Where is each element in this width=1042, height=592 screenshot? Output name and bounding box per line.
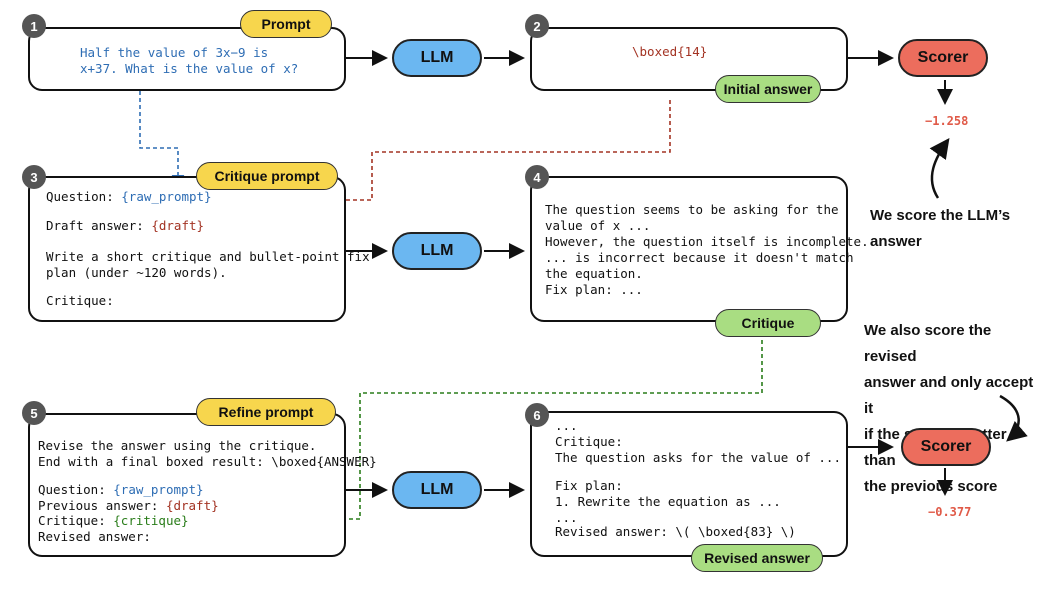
refine-critique-label: Critique: [38,513,114,528]
refine-prompt-line-1: Revise the answer using the critique. [38,438,317,453]
refine-question-label: Question: [38,482,114,497]
note-1-line-2: answer [870,233,922,250]
critique-text-line-7: Fix plan: ... [545,282,643,297]
note-2-line-2: answer and only accept it [864,374,1034,417]
note-1-line-1: We score the LLM’s [870,207,1011,224]
critique-box [530,176,848,322]
score-revised: −0.377 [928,505,972,519]
critique-text-line-5: the equation. [545,266,643,281]
revised-text-line-7: ... [555,510,578,525]
prompt-text-line-2: x+37. What is the value of x? [80,61,299,76]
step-number-2: 2 [525,14,549,38]
revised-text-line-5: Fix plan: [555,478,623,493]
revised-text-line-3: The question asks for the value of ... [555,450,841,465]
arrow-note-to-score [929,137,950,199]
refine-previous-label: Previous answer: [38,498,166,513]
refine-prompt-line-2: End with a final boxed result: \boxed{AN… [38,454,377,469]
revised-answer-label: Revised answer [691,544,823,572]
draft-var: {draft} [151,218,205,233]
critique-prompt-label: Critique prompt [196,162,338,190]
initial-answer-label: Initial answer [715,75,821,103]
critique-prompt-line-4: plan (under ~120 words). [46,265,227,280]
refine-prompt-line-3: Question: {raw_prompt} [38,482,204,498]
step-number-6: 6 [525,403,549,427]
refine-raw-prompt-var: {raw_prompt} [113,482,204,497]
critique-label: Critique [715,309,821,337]
refine-prompt-line-5: Critique: {critique} [38,513,189,529]
step-number-5: 5 [22,401,46,425]
dashed-raw-prompt-link [139,84,185,188]
critique-text-line-4: ... is incorrect because it doesn't matc… [545,250,854,265]
critique-prompt-line-3: Write a short critique and bullet-point … [46,249,370,264]
raw-prompt-var: {raw_prompt} [121,189,212,204]
critique-prompt-line-1: Question: {raw_prompt} [46,189,212,205]
score-initial: −1.258 [925,114,969,128]
critique-text-line-1: The question seems to be asking for the [545,202,839,217]
critique-prompt-draft-label: Draft answer: [46,218,152,233]
llm-node-3: LLM [392,471,482,509]
scorer-node-1: Scorer [898,39,988,77]
note-2-line-1: We also score the revised [864,322,992,365]
revised-text-line-6: 1. Rewrite the equation as ... [555,494,781,509]
revised-text-line-1: ... [555,418,578,433]
scorer-node-2: Scorer [901,428,991,466]
critique-prompt-box [28,176,346,322]
revised-text-line-8: Revised answer: \( \boxed{83} \) [555,524,796,539]
step-number-4: 4 [525,165,549,189]
refine-prompt-box [28,413,346,557]
prompt-label: Prompt [240,10,332,38]
arrow-note2-to-scorer [999,394,1028,442]
refine-prompt-line-4: Previous answer: {draft} [38,498,219,514]
revised-answer-box [530,411,848,557]
llm-node-1: LLM [392,39,482,77]
refine-prompt-line-6: Revised answer: [38,529,151,544]
llm-node-2: LLM [392,232,482,270]
revised-text-line-2: Critique: [555,434,623,449]
note-score-llm-answer: We score the LLM’s answer [870,203,1010,255]
refine-draft-var: {draft} [165,498,219,513]
critique-text-line-3: However, the question itself is incomple… [545,234,869,249]
refine-critique-var: {critique} [113,513,189,528]
critique-text-line-2: value of x ... [545,218,651,233]
initial-answer-text: \boxed{14} [632,44,708,59]
refine-prompt-label: Refine prompt [196,398,336,426]
step-number-1: 1 [22,14,46,38]
step-number-3: 3 [22,165,46,189]
critique-prompt-line-5: Critique: [46,293,114,308]
note-2-line-4: the previous score [864,478,998,495]
note-score-revised-answer: We also score the revised answer and onl… [864,318,1042,500]
critique-prompt-question-label: Question: [46,189,122,204]
critique-prompt-line-2: Draft answer: {draft} [46,218,204,234]
prompt-text-line-1: Half the value of 3x−9 is [80,45,269,60]
